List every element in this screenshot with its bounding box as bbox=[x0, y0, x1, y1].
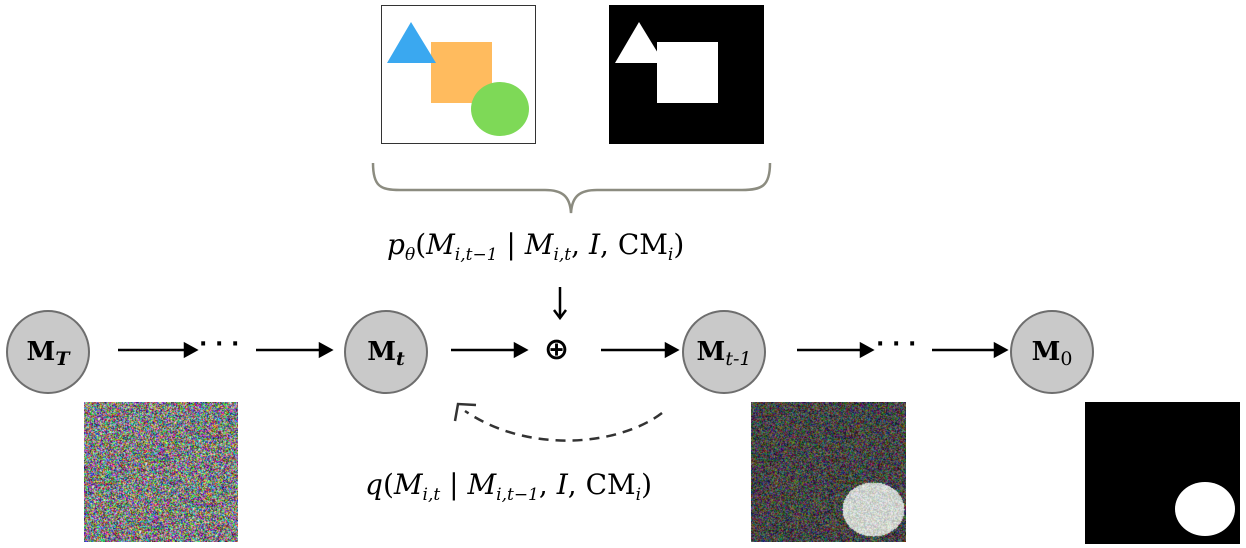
combine-plus-icon: ⊕ bbox=[544, 332, 570, 367]
green-ellipse-shape bbox=[471, 82, 529, 136]
mask-square-shape bbox=[657, 42, 718, 103]
ellipsis-2: · · · bbox=[876, 332, 917, 357]
forward-process-formula: q(Mi,t | Mi,t−1, I, CMi) bbox=[365, 468, 653, 505]
ellipsis-1: · · · bbox=[199, 332, 240, 357]
main-arrow-chain bbox=[118, 341, 1009, 359]
down-arrow-icon bbox=[553, 287, 567, 321]
forward-process-dashed-arrow bbox=[453, 402, 663, 442]
blue-triangle-shape bbox=[387, 22, 436, 63]
pure-noise-image bbox=[84, 402, 238, 542]
reverse-process-formula: pθ(Mi,t−1 | Mi,t, I, CMi) bbox=[387, 228, 685, 265]
partially-denoised-image bbox=[751, 402, 906, 542]
final-mask-ellipse bbox=[1175, 482, 1235, 536]
mask-triangle-shape bbox=[615, 22, 664, 63]
context-mask-image bbox=[609, 5, 764, 144]
input-image bbox=[381, 5, 536, 144]
curly-brace bbox=[371, 162, 772, 214]
final-mask-image bbox=[1085, 402, 1240, 544]
